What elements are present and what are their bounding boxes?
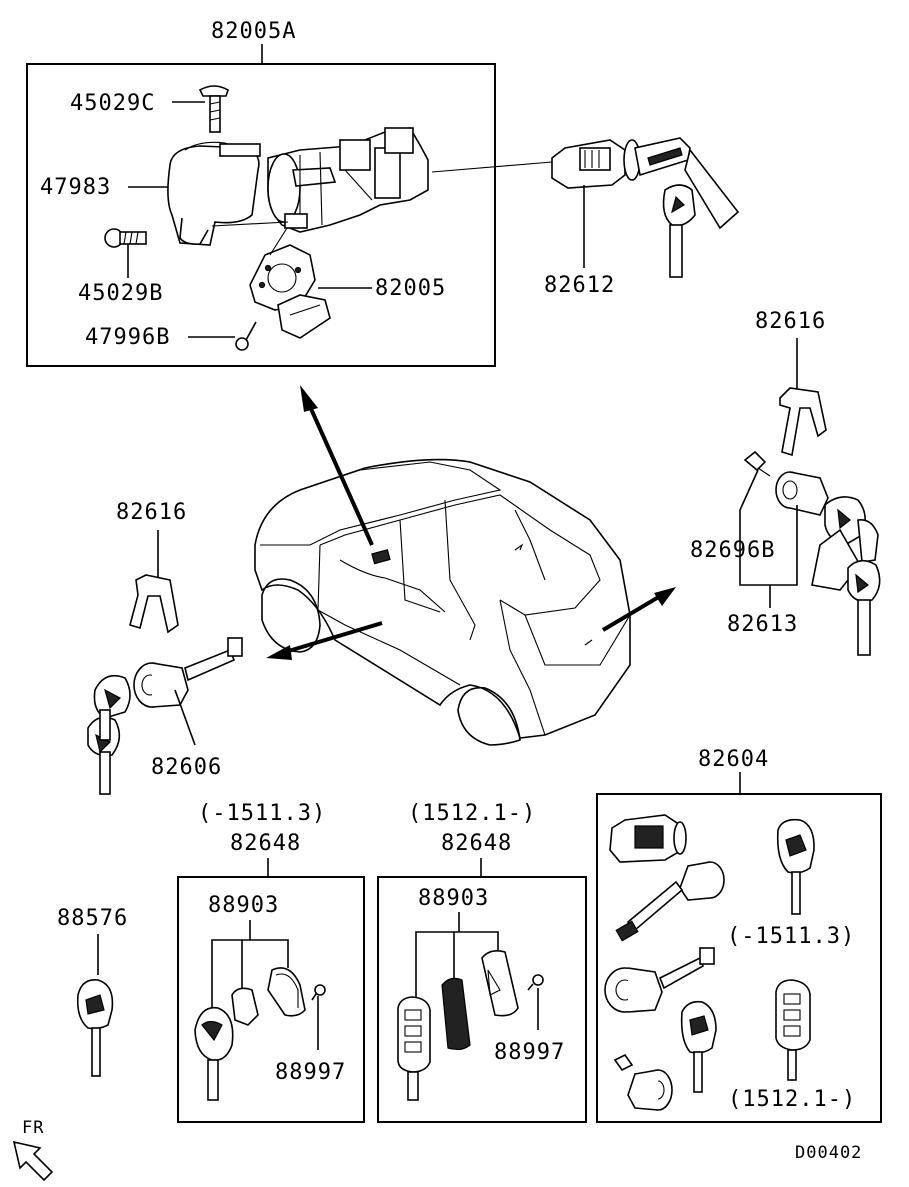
lock-cylinder-icon [609,814,687,863]
blank-key-88576: 88576 [57,906,128,1077]
label-82005: 82005 [375,276,446,301]
key-icon [680,1000,717,1093]
remote-key-kit-early: (-1511.3) 82648 88903 88997 [177,801,365,1123]
label-fr: FR [22,1118,44,1138]
kit-box-82604 [596,793,882,1123]
key-icon [811,496,881,656]
kit-box-late [377,876,587,1123]
fr-arrow-icon [12,1140,54,1182]
door-lock-group: 82616 82606 [87,500,243,795]
lock-cylinder-icon [615,861,725,942]
label-45029B: 45029B [78,281,163,306]
remote-key-icon [194,967,306,1101]
label-47983: 47983 [40,175,111,200]
label-82648-early: 82648 [230,831,301,856]
label-82005A: 82005A [211,19,296,44]
front-indicator: FR [12,1118,54,1182]
retainer-clip-icon [779,387,827,457]
label-88997-late: 88997 [494,1040,565,1065]
column-cover-icon [167,141,261,246]
assembly-box-82005A [26,63,496,367]
label-88903-late: 88903 [418,886,489,911]
kit-box-early [177,876,365,1123]
drawing-code: D00402 [795,1143,862,1163]
label-kit-range-early: (-1511.3) [727,924,855,949]
label-82696B: 82696B [690,538,775,563]
shear-bolt-icon [104,228,147,248]
label-82606: 82606 [151,755,222,780]
key-icon [776,818,815,915]
label-88997-early: 88997 [275,1060,346,1085]
label-45029C: 45029C [70,91,155,116]
lock-cylinder-icon [551,139,641,189]
clip-small-icon [743,450,771,477]
label-82648-late: 82648 [441,831,512,856]
label-82616-right: 82616 [755,309,826,334]
label-range-early: (-1511.3) [198,801,326,826]
lock-cylinder-icon [133,637,243,708]
lock-cylinder-icon [613,1053,673,1111]
screw-small-icon [235,321,257,351]
lock-cylinder-icon [775,471,829,516]
label-82613: 82613 [727,612,798,637]
retainer-clip-icon [129,574,179,634]
lock-set-kit: 82604 [596,747,882,1123]
key-icon [87,674,131,795]
label-88903-early: 88903 [208,893,279,918]
label-82616-left: 82616 [116,500,187,525]
remote-key-icon [397,950,519,1101]
screw-small-icon [311,984,326,1001]
direction-arrows [266,385,676,660]
screw-icon [198,85,229,133]
vehicle-outline-icon [254,458,631,746]
key-icon [634,137,740,278]
label-82604: 82604 [698,747,769,772]
trunk-lock-group: 82616 82696B 82613 [690,309,881,656]
ignition-switch-icon [211,127,429,233]
label-82612: 82612 [544,273,615,298]
label-kit-range-late: (1512.1-) [728,1087,856,1112]
screw-small-icon [527,974,544,991]
label-range-late: (1512.1-) [408,801,536,826]
ignition-assembly-group: 82005A 45029C 47983 45029B 82005 47996B [26,19,496,367]
lock-cylinder-icon [604,947,715,1013]
label-88576: 88576 [57,906,128,931]
key-cylinder-82612-group: 82612 [544,137,740,298]
ignition-switch-body-icon [249,227,331,339]
key-icon [76,978,114,1077]
remote-key-kit-late: (1512.1-) 82648 88903 88997 [377,801,587,1123]
label-47996B: 47996B [85,325,170,350]
remote-key-icon [775,979,811,1081]
